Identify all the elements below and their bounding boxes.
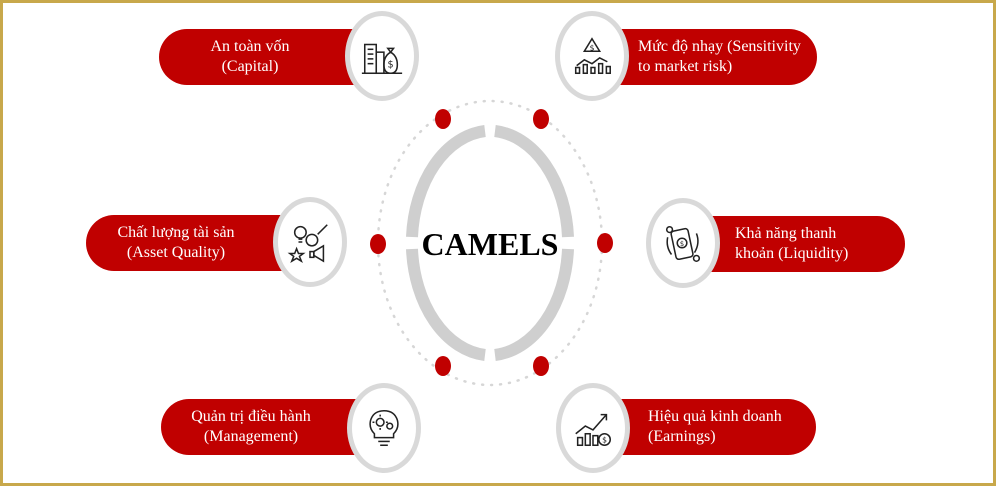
asset-quality-badge (273, 197, 347, 287)
asset-quality-label-line1: Chất lượng tài sản (117, 224, 235, 241)
capital-label-line2: (Capital) (221, 58, 279, 75)
mobile-money-icon: $ (665, 225, 701, 262)
ring-segment-top-left (406, 125, 486, 238)
asset-quality-label-line2: (Asset Quality) (126, 244, 226, 261)
lightbulb-gear-icon (369, 409, 399, 447)
quality-megaphone-icon (287, 224, 328, 263)
building-money-icon: $ (361, 43, 403, 75)
sensitivity-label-line1: Mức độ nhạy (Sensitivity (638, 38, 801, 55)
liquidity-label-line2: khoản (Liquidity) (735, 245, 849, 262)
sensitivity-badge: $ (555, 11, 629, 101)
svg-text:$: $ (590, 43, 595, 52)
capital-label-line1: An toàn vốn (210, 38, 290, 55)
ring-dot-left (370, 234, 386, 254)
ring-segment-bottom-left (406, 248, 486, 361)
management-label-line2: (Management) (203, 428, 299, 445)
ring-dot-bottom-right (533, 356, 549, 376)
management-badge (347, 383, 421, 473)
ring-dot-bottom-left (435, 356, 451, 376)
liquidity-badge: $ (646, 198, 720, 288)
camels-title: CAMELS (421, 226, 559, 262)
ring-dot-top-right (533, 109, 549, 129)
ring-segment-bottom-right (494, 248, 574, 361)
sensitivity-label: Mức độ nhạy (Sensitivity to market risk) (590, 29, 817, 85)
svg-text:$: $ (602, 435, 607, 444)
management-label-line1: Quản trị điều hành (191, 408, 311, 425)
earnings-badge: $ (556, 383, 630, 473)
svg-text:$: $ (388, 60, 394, 71)
growth-chart-icon: $ (575, 413, 612, 447)
sensitivity-label-line2: to market risk) (638, 58, 733, 75)
earnings-label-line1: Hiệu quả kinh doanh (648, 408, 782, 425)
earnings-label-line2: (Earnings) (648, 428, 716, 445)
svg-text:$: $ (680, 240, 684, 248)
alert-chart-icon: $ (574, 37, 611, 75)
capital-badge: $ (345, 11, 419, 101)
ring-dot-right (597, 233, 613, 253)
ring-dot-top-left (435, 109, 451, 129)
ring-segment-top-right (494, 125, 574, 238)
liquidity-label-line1: Khả năng thanh (735, 225, 837, 242)
